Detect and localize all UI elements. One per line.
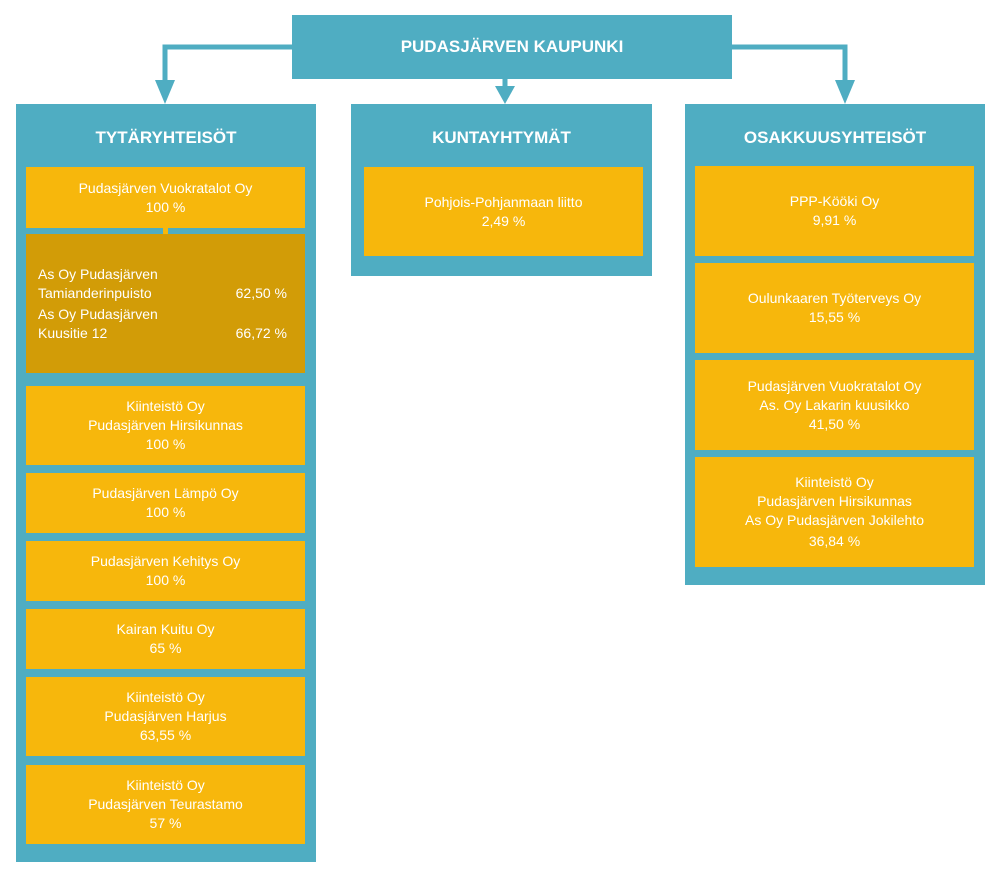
org-box: Kairan Kuitu Oy 65 % <box>26 609 305 669</box>
org-box: Pudasjärven Kehitys Oy 100 % <box>26 541 305 601</box>
org-name: Pudasjärven Hirsikunnas <box>88 417 243 433</box>
org-box: PPP-Kööki Oy 9,91 % <box>695 166 974 256</box>
subsidiaries-title: TYTÄRYHTEISÖT <box>95 128 237 147</box>
org-share: 66,72 % <box>235 325 287 341</box>
org-name: Kiinteistö Oy <box>126 689 205 705</box>
org-name: Pudasjärven Vuokratalot Oy <box>747 377 922 394</box>
org-name: Pudasjärven Teurastamo <box>88 796 243 812</box>
org-box: Pudasjärven Lämpö Oy 100 % <box>26 473 305 533</box>
org-share: 9,91 % <box>812 212 857 228</box>
org-name: Pudasjärven Lämpö Oy <box>92 485 239 501</box>
org-name: Tamianderinpuisto <box>38 285 152 301</box>
org-name: Kiinteistö Oy <box>126 777 205 793</box>
org-box: Pudasjärven Vuokratalot Oy 100 % <box>26 167 305 228</box>
org-name: Pudasjärven Kehitys Oy <box>90 553 241 569</box>
org-share: 100 % <box>145 572 186 588</box>
org-share: 100 % <box>145 504 186 520</box>
org-name: Kuusitie 12 <box>38 325 108 341</box>
root-label: PUDASJÄRVEN KAUPUNKI <box>400 37 624 56</box>
subsidiaries-column: TYTÄRYHTEISÖT Pudasjärven Vuokratalot Oy… <box>16 104 316 862</box>
root-node: PUDASJÄRVEN KAUPUNKI <box>292 15 732 79</box>
org-name: Pudasjärven Harjus <box>104 708 227 724</box>
org-name: Kairan Kuitu Oy <box>116 621 215 637</box>
connector-line <box>163 228 168 234</box>
org-name: Pudasjärven Vuokratalot Oy <box>78 179 253 196</box>
org-box: Kiinteistö Oy Pudasjärven Hirsikunnas As… <box>695 457 974 567</box>
org-share: 15,55 % <box>808 309 861 325</box>
org-share: 2,49 % <box>481 212 526 229</box>
associated-title: OSAKKUUSYHTEISÖT <box>743 128 927 147</box>
org-name: Kiinteistö Oy <box>795 474 874 490</box>
org-share: 62,50 % <box>235 285 287 301</box>
org-name: Oulunkaaren Työterveys Oy <box>747 290 922 306</box>
org-name: As Oy Pudasjärven <box>38 306 158 322</box>
org-share: 36,84 % <box>808 533 861 549</box>
org-share: 63,55 % <box>139 727 192 743</box>
sub-owned-group: As Oy Pudasjärven Tamianderinpuisto 62,5… <box>26 234 305 373</box>
org-share: 100 % <box>145 198 186 215</box>
org-name: As Oy Pudasjärven <box>38 266 158 282</box>
org-box: Pudasjärven Vuokratalot Oy As. Oy Lakari… <box>695 360 974 450</box>
org-name: As Oy Pudasjärven Jokilehto <box>745 512 924 528</box>
org-name: Pudasjärven Hirsikunnas <box>757 493 912 509</box>
org-box: Kiinteistö Oy Pudasjärven Harjus 63,55 % <box>26 677 305 756</box>
org-name: PPP-Kööki Oy <box>789 193 880 209</box>
joint-municipal-column: KUNTAYHTYMÄT Pohjois-Pohjanmaan liitto 2… <box>351 104 652 276</box>
sub-owned-row: As Oy Pudasjärven Kuusitie 12 66,72 % <box>38 305 287 343</box>
org-name: Kiinteistö Oy <box>126 398 205 414</box>
org-box: Pohjois-Pohjanmaan liitto 2,49 % <box>364 167 643 256</box>
org-name: Pohjois-Pohjanmaan liitto <box>424 193 583 210</box>
org-share: 41,50 % <box>808 415 861 432</box>
org-box: Kiinteistö Oy Pudasjärven Teurastamo 57 … <box>26 765 305 844</box>
org-share: 57 % <box>149 815 182 831</box>
org-box: Kiinteistö Oy Pudasjärven Hirsikunnas 10… <box>26 386 305 465</box>
org-box: Oulunkaaren Työterveys Oy 15,55 % <box>695 263 974 353</box>
associated-column: OSAKKUUSYHTEISÖT PPP-Kööki Oy 9,91 % Oul… <box>685 104 985 585</box>
org-name: As. Oy Lakarin kuusikko <box>759 396 910 413</box>
joint-municipal-title: KUNTAYHTYMÄT <box>432 128 571 147</box>
org-share: 100 % <box>145 436 186 452</box>
sub-owned-row: As Oy Pudasjärven Tamianderinpuisto 62,5… <box>38 265 287 303</box>
org-share: 65 % <box>149 640 182 656</box>
